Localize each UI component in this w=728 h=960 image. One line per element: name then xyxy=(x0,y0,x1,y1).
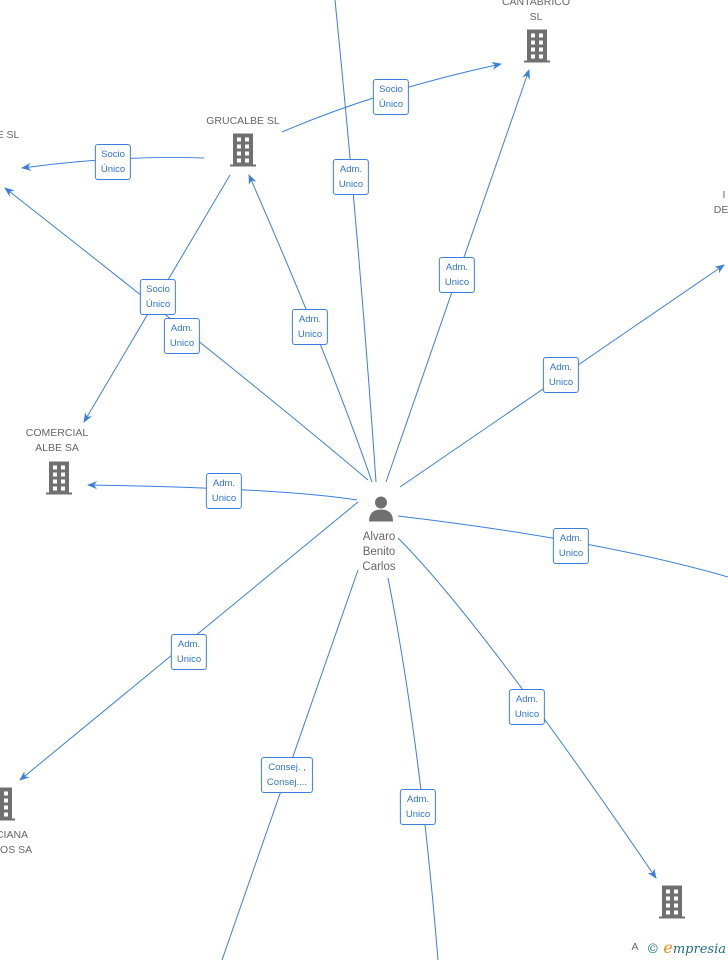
label-line: COMERCIAL xyxy=(25,427,89,439)
relation-line: Único xyxy=(145,299,171,310)
relation-label[interactable]: Adm. Unico xyxy=(205,473,243,509)
company-label-right-top[interactable]: I DEL xyxy=(714,188,728,218)
relation-label[interactable]: Adm. Unico xyxy=(438,257,476,293)
relation-label[interactable]: Adm. Unico xyxy=(552,528,590,564)
company-label-cantabrico[interactable]: CANTABRICO SL xyxy=(502,0,570,25)
label-line: CIANA xyxy=(0,829,29,841)
relation-line: Unico xyxy=(176,654,202,665)
copyright-symbol: © xyxy=(646,942,660,957)
brand-initial: e xyxy=(663,938,673,957)
company-label-left-bottom[interactable]: CIANA GOS SA xyxy=(0,828,32,858)
building-icon[interactable] xyxy=(0,786,18,827)
relation-label[interactable]: Adm. Unico xyxy=(291,309,329,345)
relation-line: Adm. xyxy=(298,314,322,325)
relation-line: Consej. , xyxy=(268,762,306,773)
label-line: GRUCALBE SL xyxy=(206,115,280,127)
relation-line: Adm. xyxy=(177,639,201,650)
building-icon[interactable] xyxy=(521,28,553,69)
relation-label[interactable]: Adm. Unico xyxy=(170,634,208,670)
label-line: CANTABRICO xyxy=(501,0,571,8)
relation-line: Adm. xyxy=(339,164,363,175)
building-icon[interactable] xyxy=(656,884,688,925)
edge-person-left-top xyxy=(4,187,369,481)
label-line: I xyxy=(722,189,726,201)
label-line: ALBE SA xyxy=(35,442,79,454)
name-line: Alvaro xyxy=(362,531,396,543)
relation-line: Socio xyxy=(146,284,170,295)
relation-line: Unico xyxy=(444,277,470,288)
relation-line: Adm. xyxy=(515,694,539,705)
label-line: E SL xyxy=(0,129,20,141)
edge-person-comercial-albe xyxy=(87,481,358,501)
relation-line: Unico xyxy=(338,179,364,190)
company-label-grucalbe[interactable]: GRUCALBE SL xyxy=(206,114,280,129)
label-line: A xyxy=(631,941,639,953)
relation-line: Unico xyxy=(558,548,584,559)
company-label-bottom-right[interactable]: A xyxy=(631,940,638,955)
edge-person-top xyxy=(334,0,377,483)
name-line: Benito xyxy=(362,546,396,558)
relation-label[interactable]: Consej. , Consej.... xyxy=(260,757,314,793)
edge-person-bottom-right xyxy=(397,537,657,879)
relation-line: Unico xyxy=(405,809,431,820)
building-icon[interactable] xyxy=(227,132,259,173)
relation-line: Adm. xyxy=(549,362,573,373)
relation-line: Adm. xyxy=(445,262,469,273)
relation-label[interactable]: Adm. Unico xyxy=(163,318,201,354)
relation-line: Socio xyxy=(101,149,125,160)
label-line: GOS SA xyxy=(0,844,33,856)
relation-label[interactable]: Adm. Unico xyxy=(332,159,370,195)
relation-line: Unico xyxy=(297,329,323,340)
relation-line: Adm. xyxy=(406,794,430,805)
company-label-left-top[interactable]: E SL xyxy=(0,128,19,143)
relation-line: Unico xyxy=(514,709,540,720)
relation-label[interactable]: Adm. Unico xyxy=(399,789,437,825)
empresia-watermark: © empresia xyxy=(646,938,726,957)
edge-person-bottom xyxy=(387,577,439,960)
relation-line: Unico xyxy=(169,338,195,349)
relation-line: Unico xyxy=(548,377,574,388)
relation-line: Único xyxy=(100,164,126,175)
relation-line: Socio xyxy=(379,84,403,95)
name-line: Carlos xyxy=(362,561,396,573)
relation-line: Adm. xyxy=(559,533,583,544)
person-icon[interactable] xyxy=(367,494,395,527)
relation-line: Unico xyxy=(211,493,237,504)
company-label-comercial-albe[interactable]: COMERCIAL ALBE SA xyxy=(26,426,88,456)
relation-line: Adm. xyxy=(170,323,194,334)
building-icon[interactable] xyxy=(43,460,75,501)
relation-line: Consej.... xyxy=(266,777,308,788)
label-line: SL xyxy=(529,11,543,23)
relation-label[interactable]: Adm. Unico xyxy=(542,357,580,393)
relation-label[interactable]: Adm. Unico xyxy=(508,689,546,725)
relation-line: Adm. xyxy=(212,478,236,489)
brand-name: mpresia xyxy=(672,942,726,957)
relation-line: Único xyxy=(378,99,404,110)
label-line: DEL xyxy=(713,204,728,216)
